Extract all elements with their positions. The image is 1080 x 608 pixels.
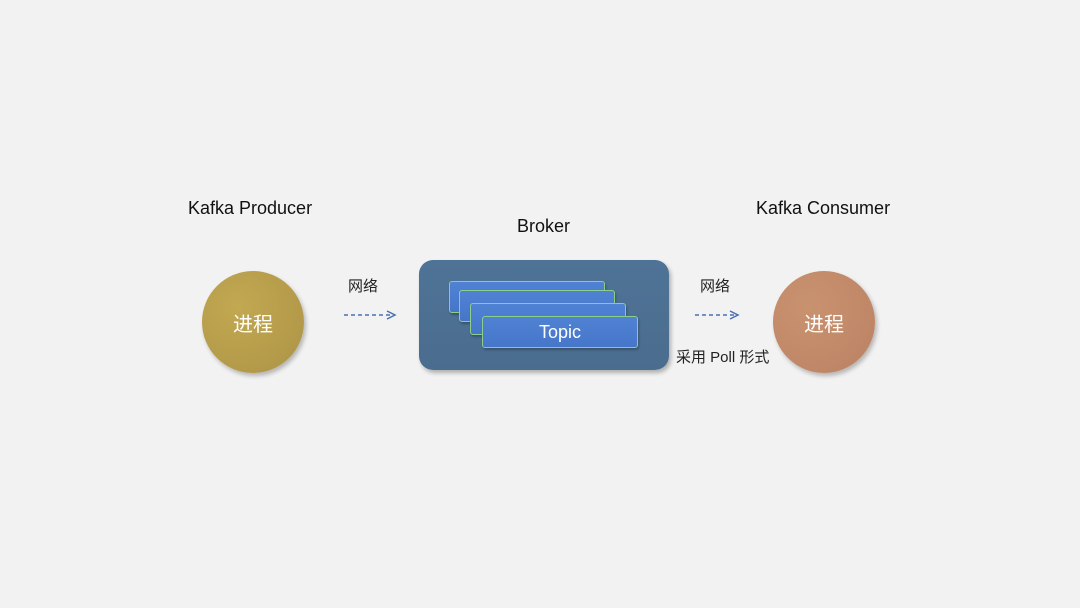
right-arrow-head bbox=[729, 310, 740, 320]
producer-process-label: 进程 bbox=[233, 313, 273, 336]
broker-title: Broker bbox=[517, 216, 571, 236]
right-network-label: 网络 bbox=[700, 278, 731, 295]
consumer-process-node: 进程 bbox=[773, 271, 875, 373]
left-arrow-head bbox=[386, 310, 397, 320]
left-dashed-arrow bbox=[344, 310, 397, 320]
producer-process-node: 进程 bbox=[202, 271, 304, 373]
producer-title: Kafka Producer bbox=[188, 198, 313, 218]
poll-mode-label: 采用 Poll 形式 bbox=[676, 349, 770, 366]
left-network-label: 网络 bbox=[348, 278, 379, 295]
consumer-title: Kafka Consumer bbox=[756, 198, 891, 218]
right-dashed-arrow bbox=[695, 310, 740, 320]
topic-card-front: Topic bbox=[482, 316, 638, 348]
consumer-process-label: 进程 bbox=[804, 313, 844, 336]
topic-label: Topic bbox=[538, 321, 582, 342]
broker-box: Topic bbox=[419, 260, 669, 370]
